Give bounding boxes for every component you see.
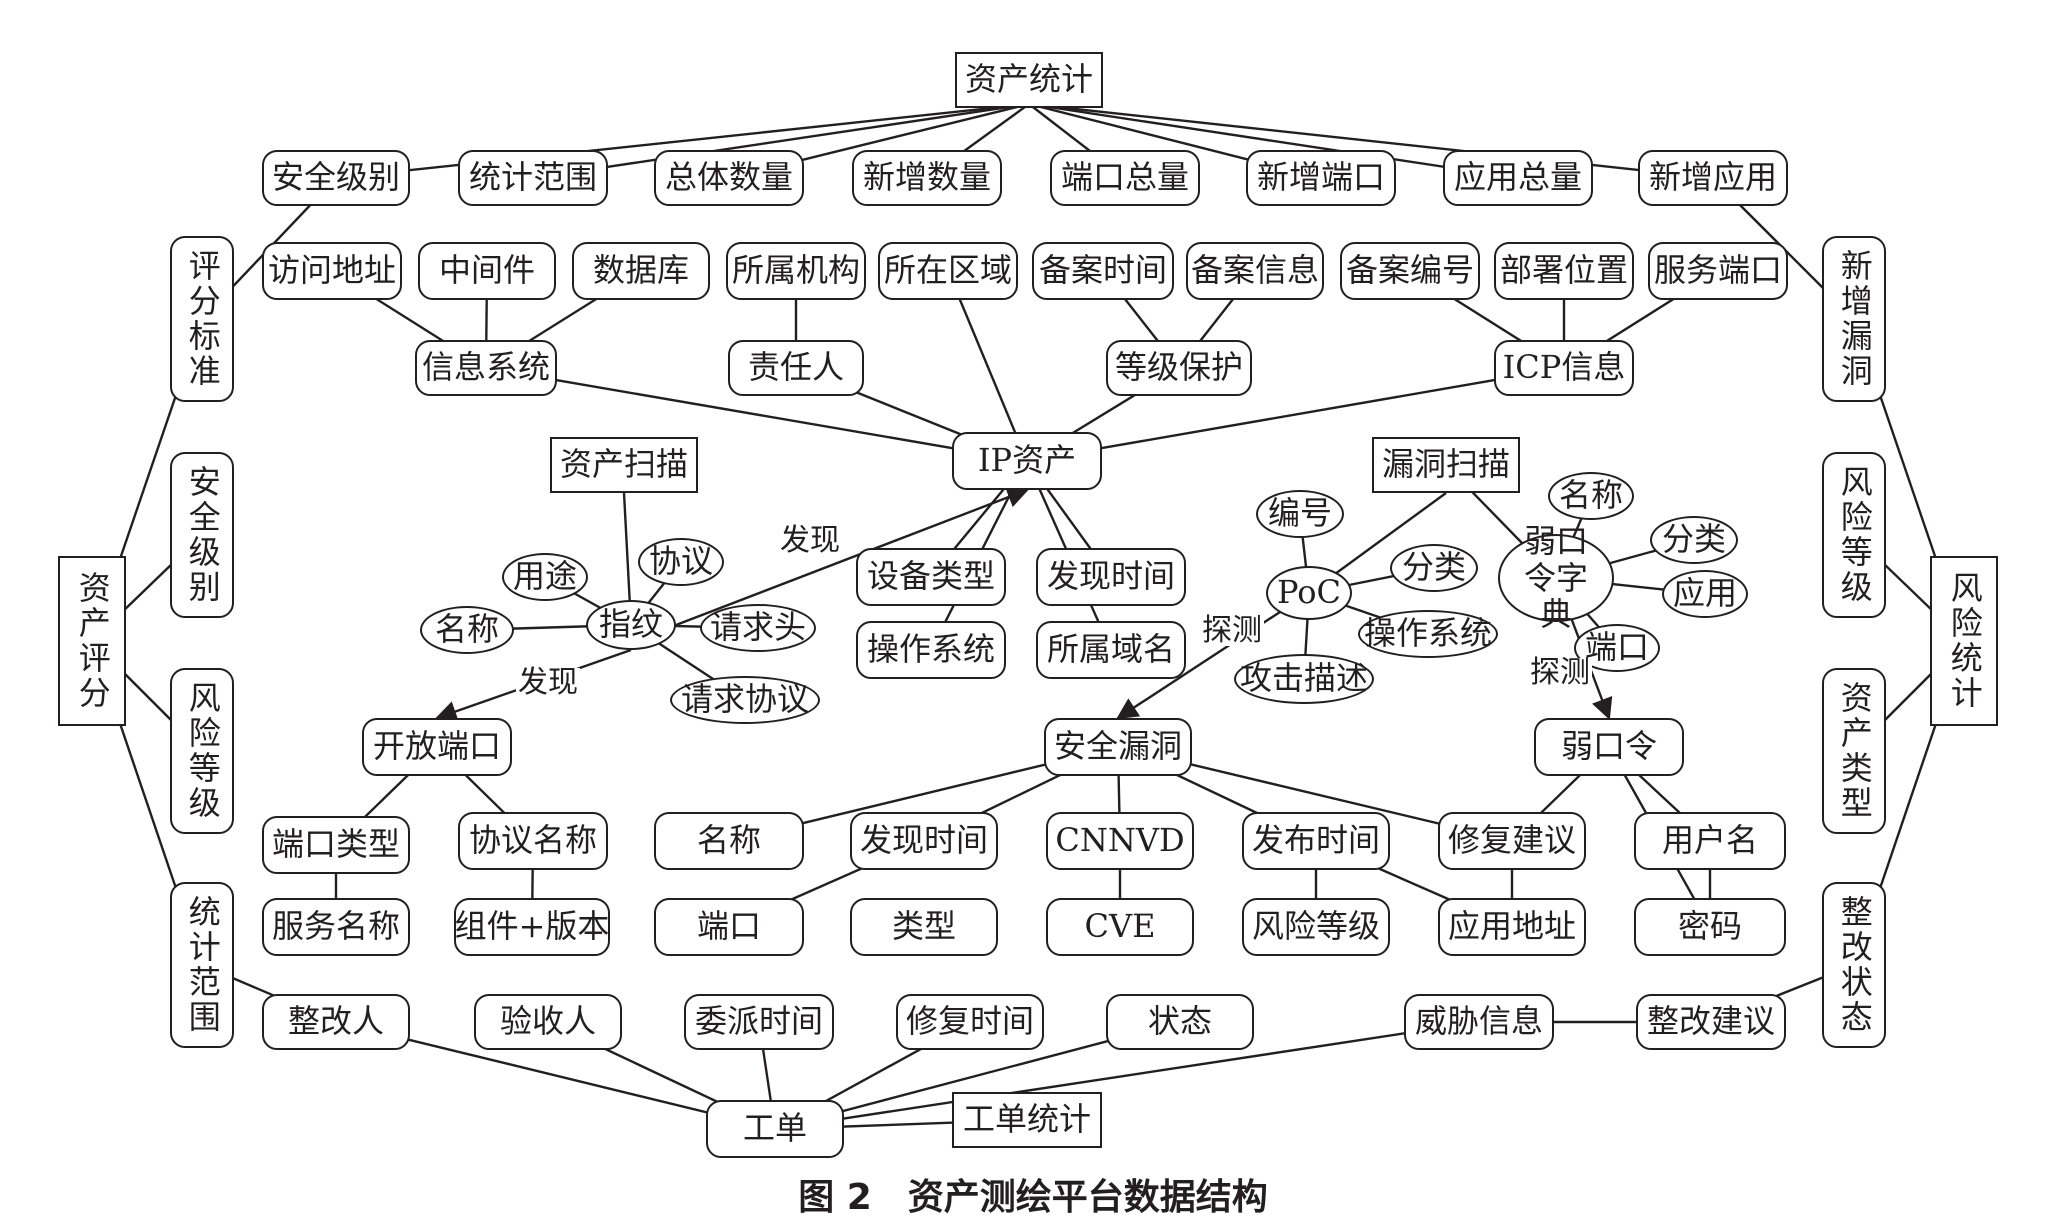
info-system-node: 信息系统 — [415, 340, 557, 396]
device-type-node: 设备类型 — [856, 548, 1006, 606]
open-port-node: 开放端口 — [362, 718, 512, 776]
risk-level-left-node: 风险等级 — [170, 668, 234, 834]
connector-line — [335, 102, 1030, 180]
connector-line — [1026, 366, 1565, 463]
service-port-node: 服务端口 — [1648, 242, 1788, 300]
weak-password-node: 弱口令 — [1534, 718, 1684, 776]
connector-line — [774, 1020, 1480, 1131]
new-vulnerabilities-node: 新增漏洞 — [1822, 236, 1886, 402]
username-node: 用户名 — [1634, 812, 1786, 870]
rectifier-node: 整改人 — [262, 994, 410, 1050]
password-node: 密码 — [1634, 898, 1786, 956]
stat-scope-left-node: 统计范围 — [170, 882, 234, 1048]
owner-node: 责任人 — [728, 340, 864, 396]
fingerprint-protocol-node: 协议 — [638, 538, 724, 586]
work-order-stats-node: 工单统计 — [952, 1092, 1102, 1148]
connector-line — [946, 270, 1029, 462]
asset-type-node: 资产类型 — [1822, 668, 1886, 834]
ip-asset-node: IP资产 — [952, 432, 1102, 490]
protocol-name-node: 协议名称 — [458, 812, 608, 870]
app-address-node: 应用地址 — [1438, 898, 1586, 956]
score-standard-node: 评分标准 — [170, 236, 234, 402]
fingerprint-node: 指纹 — [586, 600, 676, 650]
database-node: 数据库 — [572, 242, 710, 300]
security-vulnerability-node: 安全漏洞 — [1044, 718, 1192, 776]
poc-node: PoC — [1266, 566, 1352, 620]
rectify-status-node: 整改状态 — [1822, 882, 1886, 1048]
connector-line — [1116, 591, 1310, 720]
asset-scan-node: 资产扫描 — [550, 437, 698, 493]
vulnerability-scan-node: 漏洞扫描 — [1372, 437, 1520, 493]
new-ports-node: 新增端口 — [1246, 150, 1396, 206]
security-level-top-node: 安全级别 — [262, 150, 410, 206]
acceptor-node: 验收人 — [474, 994, 622, 1050]
deploy-location-node: 部署位置 — [1494, 242, 1634, 300]
poc-os-node: 操作系统 — [1358, 610, 1498, 658]
component-version-node: 组件+版本 — [454, 898, 610, 956]
new-count-node: 新增数量 — [852, 150, 1002, 206]
service-name-node: 服务名称 — [262, 898, 410, 956]
icp-info-node: ICP信息 — [1494, 340, 1634, 396]
connector-line — [1028, 102, 1519, 180]
discover-time-ip-node: 发现时间 — [1036, 548, 1186, 606]
access-address-node: 访问地址 — [262, 242, 402, 300]
connector-line — [485, 366, 1028, 463]
connector-line — [1028, 102, 1714, 180]
new-apps-node: 新增应用 — [1638, 150, 1788, 206]
work-order-node: 工单 — [706, 1100, 844, 1158]
fingerprint-name-node: 名称 — [420, 606, 514, 654]
figure-caption: 图 2 资产测绘平台数据结构 — [798, 1177, 1268, 1218]
port-type-node: 端口类型 — [262, 816, 410, 874]
app-total-node: 应用总量 — [1443, 150, 1593, 206]
filing-time-node: 备案时间 — [1032, 242, 1174, 300]
dict-category-node: 分类 — [1650, 516, 1738, 564]
edge-label-discover: 发现 — [778, 523, 842, 558]
dict-name-node: 名称 — [1548, 472, 1634, 520]
edge-label-discover: 发现 — [516, 665, 580, 700]
edge-label-probe: 探测 — [1528, 655, 1592, 690]
vuln-discover-time-node: 发现时间 — [850, 812, 998, 870]
vuln-name-node: 名称 — [654, 812, 804, 870]
filing-info-node: 备案信息 — [1186, 242, 1324, 300]
cnnvd-node: CNNVD — [1046, 812, 1194, 870]
risk-stats-node: 风险统计 — [1930, 556, 1998, 726]
rectify-advice-node: 整改建议 — [1636, 994, 1786, 1050]
risk-level-right-node: 风险等级 — [1822, 452, 1886, 618]
connector-line — [675, 486, 1030, 627]
attack-description-node: 攻击描述 — [1234, 654, 1374, 704]
fix-time-node: 修复时间 — [896, 994, 1044, 1050]
os-ip-node: 操作系统 — [856, 621, 1006, 679]
org-node: 所属机构 — [726, 242, 866, 300]
connector-line — [532, 102, 1030, 180]
threat-info-node: 威胁信息 — [1404, 994, 1554, 1050]
stat-scope-top-node: 统计范围 — [458, 150, 608, 206]
fingerprint-usage-node: 用途 — [502, 553, 588, 601]
vuln-port-node: 端口 — [654, 898, 804, 956]
fingerprint-request-protocol-node: 请求协议 — [670, 676, 820, 724]
fix-advice-node: 修复建议 — [1438, 812, 1586, 870]
poc-number-node: 编号 — [1256, 490, 1344, 538]
domain-node: 所属域名 — [1036, 621, 1186, 679]
cve-node: CVE — [1046, 898, 1194, 956]
fingerprint-request-header-node: 请求头 — [700, 604, 816, 652]
asset-score-node: 资产评分 — [58, 556, 126, 726]
edge-label-probe: 探测 — [1200, 613, 1264, 648]
status-node: 状态 — [1106, 994, 1254, 1050]
assign-time-node: 委派时间 — [684, 994, 834, 1050]
poc-category-node: 分类 — [1390, 544, 1478, 592]
total-count-node: 总体数量 — [654, 150, 804, 206]
grade-protection-node: 等级保护 — [1106, 340, 1252, 396]
region-node: 所在区域 — [878, 242, 1018, 300]
weak-password-dictionary-node: 弱口令字典 — [1498, 522, 1614, 633]
asset-stats-node: 资产统计 — [955, 52, 1103, 108]
vuln-type-node: 类型 — [850, 898, 998, 956]
filing-number-node: 备案编号 — [1340, 242, 1480, 300]
risk-level-node: 风险等级 — [1242, 898, 1390, 956]
port-total-node: 端口总量 — [1050, 150, 1200, 206]
dict-app-node: 应用 — [1662, 570, 1748, 618]
middleware-node: 中间件 — [418, 242, 556, 300]
security-level-left-node: 安全级别 — [170, 452, 234, 618]
publish-time-node: 发布时间 — [1242, 812, 1390, 870]
